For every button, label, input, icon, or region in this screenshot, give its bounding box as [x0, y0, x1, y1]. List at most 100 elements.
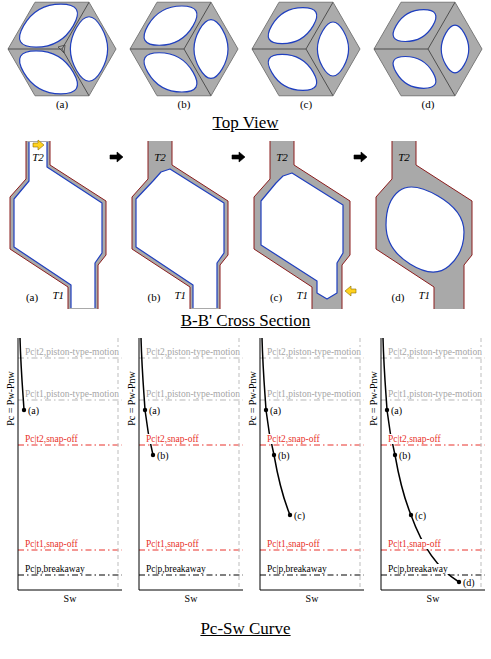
nonwetting-lobe: [20, 4, 78, 47]
threshold-line: [260, 575, 364, 576]
pore-wall: [132, 141, 190, 309]
threshold-line: [260, 400, 364, 401]
pc-sw-panel: [260, 338, 364, 590]
pc-sw-panel: [139, 338, 243, 590]
top-view-hexagon: [374, 2, 482, 96]
panel-letter: (a): [26, 291, 38, 303]
top-view-hexagon: [130, 2, 238, 96]
pore-hexagon: [374, 2, 482, 96]
state-point: [264, 408, 268, 412]
axis-label: Sw: [427, 593, 440, 604]
step-arrow: [354, 152, 367, 162]
threshold-line: [381, 400, 485, 401]
threshold-line: [260, 358, 364, 359]
pore-wall: [416, 141, 472, 309]
cross-section-panel: [254, 141, 356, 309]
y-axis: [381, 338, 382, 590]
threshold-line: [18, 550, 122, 551]
threshold-label: Pc|p,breakaway: [145, 564, 207, 574]
pore-wall-line: [8, 49, 62, 50]
panel-letter: (c): [300, 98, 312, 110]
axis-label: Pc = Pw-Pnw: [125, 371, 136, 426]
state-point: [143, 408, 147, 412]
axis-label: Pc = Pw-Pnw: [246, 371, 257, 426]
drainage-curve: [262, 338, 290, 515]
threshold-label: Pc|t1,piston-type-motion: [387, 389, 483, 399]
threshold-label: Pc|t1,piston-type-motion: [266, 389, 362, 399]
pore-wall: [172, 141, 228, 309]
wetting-fluid: [376, 141, 472, 309]
threshold-line: [18, 575, 122, 576]
throat-label: T2: [276, 151, 288, 163]
pore-wall: [254, 141, 312, 309]
state-point: [151, 453, 155, 457]
pore-wall: [376, 141, 434, 309]
panel-letter: (d): [422, 98, 435, 110]
threshold-line: [260, 550, 364, 551]
threshold-label: Pc|t1,snap-off: [24, 539, 79, 549]
center-triangle: [58, 45, 65, 53]
threshold-label: Pc|t2,snap-off: [266, 434, 321, 444]
threshold-label: Pc|t1,snap-off: [145, 539, 200, 549]
state-point: [272, 453, 276, 457]
panel-letter: (b): [178, 98, 191, 110]
threshold-line: [139, 400, 243, 401]
nonwetting-lobe: [393, 56, 436, 88]
throat-label: T1: [418, 289, 430, 301]
threshold-line: [18, 358, 122, 359]
top-view-hexagon: [8, 2, 116, 96]
state-letter: (b): [278, 450, 290, 461]
pore-wall: [50, 141, 106, 309]
nonwetting-lobe: [441, 25, 469, 73]
step-arrow: [232, 152, 245, 162]
throat-label: T2: [32, 151, 44, 163]
flow-arrow: [345, 286, 356, 296]
x-axis: [260, 590, 364, 591]
threshold-label: Pc|t1,piston-type-motion: [145, 389, 241, 399]
threshold-label: Pc|t2,piston-type-motion: [387, 347, 483, 357]
nonwetting-lobe: [268, 8, 317, 44]
axis-label: Pc = Pw-Pnw: [367, 371, 378, 426]
axis-label: Sw: [185, 593, 198, 604]
panel-letter: (c): [270, 291, 282, 303]
nonwetting-lobe: [194, 20, 228, 79]
state-letter: (d): [463, 577, 475, 588]
wetting-fluid: [254, 141, 350, 309]
pore-wall: [294, 141, 350, 309]
threshold-label: Pc|p,breakaway: [24, 564, 86, 574]
pore-wall-line: [130, 49, 184, 50]
pc-sw-panel: [18, 338, 122, 590]
threshold-line: [381, 445, 485, 446]
state-point: [393, 453, 397, 457]
threshold-line: [381, 358, 485, 359]
cross-section-panel: [132, 141, 228, 311]
axis-label: Pc = Pw-Pnw: [5, 371, 16, 426]
threshold-label: Pc|t2,snap-off: [145, 434, 200, 444]
nonwetting-lobe: [144, 6, 197, 45]
throat-label: T2: [398, 151, 410, 163]
state-point: [385, 408, 389, 412]
panel-letter: (b): [148, 291, 161, 303]
panel-letter: (a): [56, 98, 68, 110]
saturation-limit: [360, 338, 361, 590]
throat-label: T1: [52, 289, 64, 301]
threshold-line: [139, 445, 243, 446]
nonwetting-lobe: [70, 17, 107, 82]
step-arrow: [110, 152, 123, 162]
axis-label: Sw: [306, 593, 319, 604]
nonwetting-fluid: [14, 142, 102, 308]
pore-hexagon: [252, 2, 360, 96]
x-axis: [139, 590, 243, 591]
threshold-line: [139, 358, 243, 359]
y-axis: [260, 338, 261, 590]
x-axis: [18, 590, 122, 591]
throat-label: T1: [174, 289, 186, 301]
pore-hexagon: [8, 2, 116, 96]
pc-sw-panel: [381, 338, 485, 590]
state-letter: (a): [391, 405, 402, 416]
cross-section-panel: [376, 141, 472, 309]
state-letter: (b): [157, 450, 169, 461]
threshold-line: [139, 550, 243, 551]
throat-label: T2: [154, 151, 166, 163]
